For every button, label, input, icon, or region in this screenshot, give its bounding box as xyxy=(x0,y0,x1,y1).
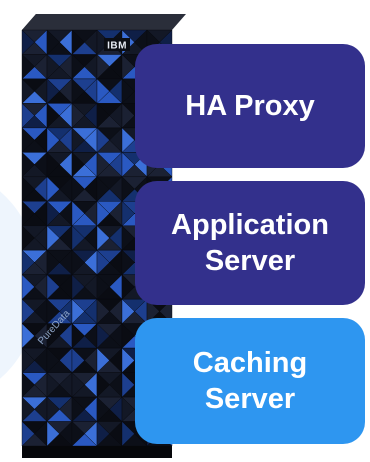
rack-tile xyxy=(46,274,60,300)
rack-tile xyxy=(21,151,35,178)
rack-tile xyxy=(46,200,60,227)
rack-tile xyxy=(96,421,110,447)
rack-tile xyxy=(96,274,110,300)
rack-tile xyxy=(121,396,135,422)
rack-tile xyxy=(21,274,35,300)
rack-tile xyxy=(46,347,60,374)
rack-tile xyxy=(121,249,135,276)
rack-tile xyxy=(71,176,85,202)
rack-tile xyxy=(46,78,60,104)
rack-tile xyxy=(46,421,60,447)
rack-tile xyxy=(121,298,135,325)
rack-tile xyxy=(71,151,85,178)
rack-tile xyxy=(46,127,60,153)
rack-tile xyxy=(21,249,35,276)
rack-tile xyxy=(46,54,60,80)
rack-tile xyxy=(71,421,85,447)
rack-tile xyxy=(46,176,60,202)
rack-tile xyxy=(46,102,60,129)
rack-top xyxy=(22,14,186,30)
rack-tile xyxy=(146,298,160,325)
rack-tile xyxy=(121,421,135,447)
rack-tile xyxy=(21,225,35,251)
rack-tile xyxy=(21,102,35,129)
rack-tile xyxy=(96,225,110,251)
rack-tile xyxy=(96,54,110,80)
rack-tile xyxy=(96,127,110,153)
rack-tile xyxy=(21,396,35,422)
rack-tile xyxy=(71,396,85,422)
rack-tile xyxy=(121,323,135,349)
rack-tile xyxy=(121,151,135,178)
caching-server-card: Caching Server xyxy=(135,318,365,444)
rack-tile xyxy=(96,78,110,104)
ha-proxy-label: HA Proxy xyxy=(185,90,315,122)
rack-tile xyxy=(96,151,110,178)
rack-tile xyxy=(21,29,35,55)
rack-tile xyxy=(96,249,110,276)
rack-tile xyxy=(71,102,85,129)
rack-tile xyxy=(121,274,135,300)
rack-tile xyxy=(21,347,35,374)
rack-tile xyxy=(71,274,85,300)
rack-tile xyxy=(46,323,60,349)
rack-tile xyxy=(46,396,60,422)
rack-tile xyxy=(71,127,85,153)
rack-tile xyxy=(21,298,35,325)
rack-tile xyxy=(96,396,110,422)
rack-tile xyxy=(46,372,60,398)
rack-tile xyxy=(71,29,85,55)
ha-proxy-card: HA Proxy xyxy=(135,44,365,168)
ibm-logo: IBM xyxy=(107,41,127,52)
rack-tile xyxy=(21,176,35,202)
rack-tile xyxy=(71,200,85,227)
rack-tile xyxy=(46,298,60,325)
application-server-label: Application Server xyxy=(171,209,329,277)
rack-tile xyxy=(121,225,135,251)
application-server-card: Application Server xyxy=(135,181,365,305)
rack-tile xyxy=(121,176,135,202)
rack-tile xyxy=(71,54,85,80)
rack-tile xyxy=(46,225,60,251)
rack-tile xyxy=(96,200,110,227)
rack-tile xyxy=(21,127,35,153)
rack-tile xyxy=(121,78,135,104)
caching-server-label: Caching Server xyxy=(192,347,308,415)
rack-tile xyxy=(96,347,110,374)
rack-tile xyxy=(96,176,110,202)
rack-tile xyxy=(96,102,110,129)
rack-tile xyxy=(21,323,35,349)
rack-tile xyxy=(21,372,35,398)
rack-tile xyxy=(21,421,35,447)
rack-tile xyxy=(71,323,85,349)
rack-tile xyxy=(121,102,135,129)
rack-tile xyxy=(121,372,135,398)
rack-tile xyxy=(46,249,60,276)
rack-tile xyxy=(121,200,135,227)
rack-tile xyxy=(46,151,60,178)
logo-plate xyxy=(104,38,130,51)
rack-tile xyxy=(21,200,35,227)
rack-tile xyxy=(96,323,110,349)
rack-tile xyxy=(71,298,85,325)
rack-tile xyxy=(71,347,85,374)
rack-tile xyxy=(96,298,110,325)
rack-tile xyxy=(96,372,110,398)
rack-tile xyxy=(121,347,135,374)
rack-tile xyxy=(121,127,135,153)
rack-base xyxy=(22,446,172,458)
rack-tile xyxy=(71,225,85,251)
rack-tile xyxy=(71,249,85,276)
rack-tile xyxy=(71,78,85,104)
rack-tile xyxy=(21,78,35,104)
rack-tile xyxy=(21,54,35,80)
rack-tile xyxy=(96,29,110,55)
rack-tile xyxy=(71,372,85,398)
rack-tile xyxy=(121,54,135,80)
rack-tile xyxy=(46,29,60,55)
